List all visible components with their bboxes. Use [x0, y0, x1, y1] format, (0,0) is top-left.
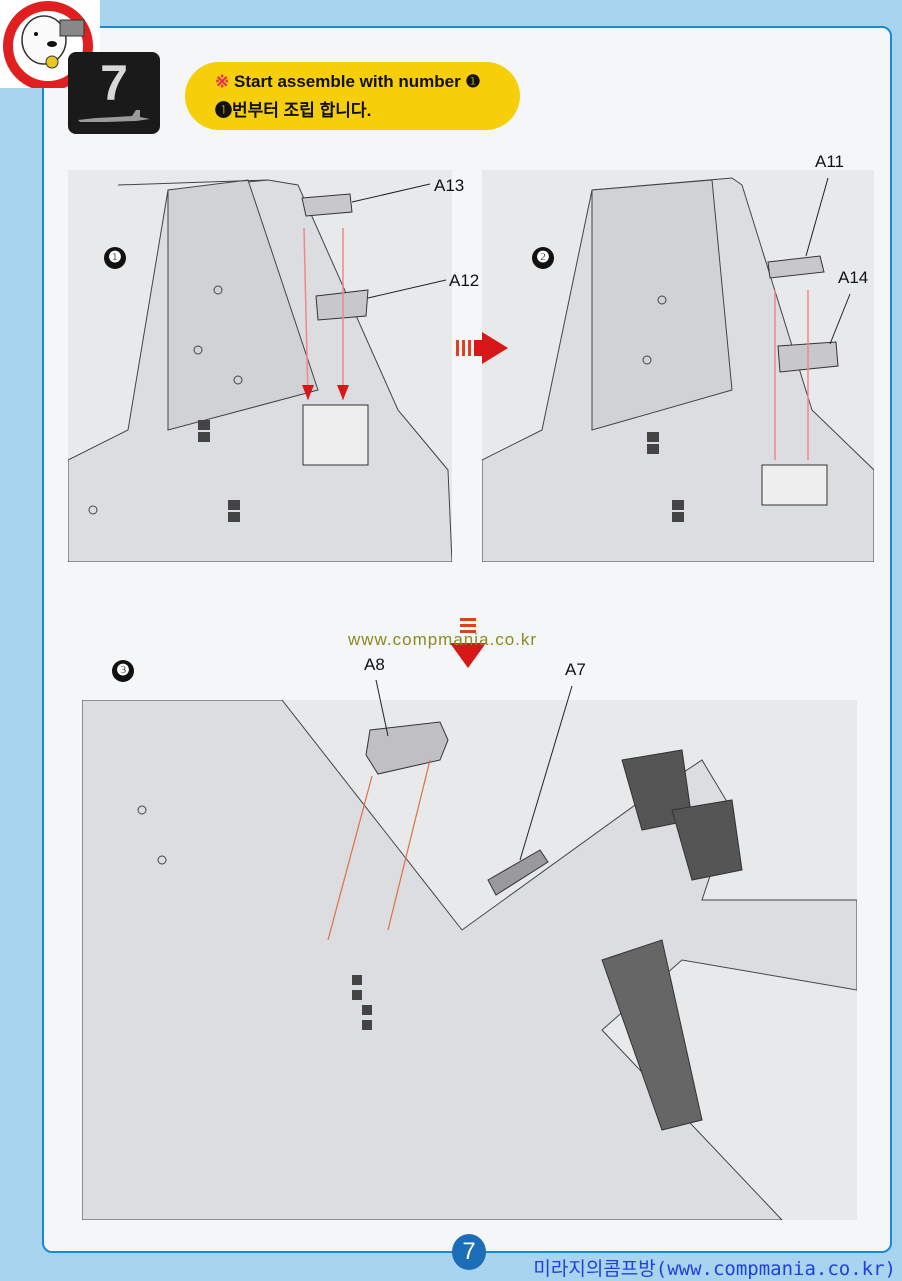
logo — [0, 0, 100, 88]
polar-bear-logo-icon — [3, 1, 93, 88]
note-line-korean: ❶번부터 조립 합니다. — [215, 101, 372, 120]
part-a12 — [315, 289, 369, 321]
page-number: 7 — [452, 1234, 486, 1270]
assembly-note: ※ Start assemble with number ❶ ❶번부터 조립 합… — [185, 62, 520, 130]
step-number: 7 — [100, 55, 128, 111]
footer-credit: 미라지의콤프방(www.compmania.co.kr) — [533, 1258, 896, 1280]
jet-top-view-drawing-3 — [81, 699, 858, 1255]
arrow-down-icon — [450, 618, 486, 668]
arrow-down-icon — [337, 385, 349, 400]
jet-silhouette-icon — [78, 110, 150, 122]
substep-1-illustration — [67, 170, 453, 563]
arrow-right-icon — [456, 332, 508, 364]
part-a8 — [365, 721, 449, 775]
jet-cockpit-drawing-2 — [481, 177, 875, 563]
part-label-a13: A13 — [434, 176, 465, 195]
note-mark: ※ — [215, 72, 230, 91]
arrow-down-icon — [302, 385, 314, 400]
part-label-a8: A8 — [364, 655, 385, 674]
step-badge: 7 — [68, 52, 160, 134]
part-a11 — [767, 255, 825, 279]
substep-2-number: ❷ — [532, 247, 554, 269]
part-label-a11: A11 — [815, 152, 844, 171]
substep-3-number: ❸ — [112, 660, 134, 682]
part-label-a12: A12 — [449, 271, 480, 290]
substep-3-illustration — [81, 699, 858, 1255]
part-label-a14: A14 — [838, 268, 869, 287]
part-a13 — [301, 193, 353, 217]
watermark: www.compmania.co.kr — [348, 630, 538, 649]
part-label-a7: A7 — [565, 660, 586, 679]
part-a7 — [487, 849, 549, 896]
note-line-english: Start assemble with number ❶ — [233, 72, 481, 91]
substep-2-illustration — [481, 170, 875, 563]
jet-cockpit-drawing-1 — [67, 179, 453, 563]
substep-1-number: ❶ — [104, 247, 126, 269]
